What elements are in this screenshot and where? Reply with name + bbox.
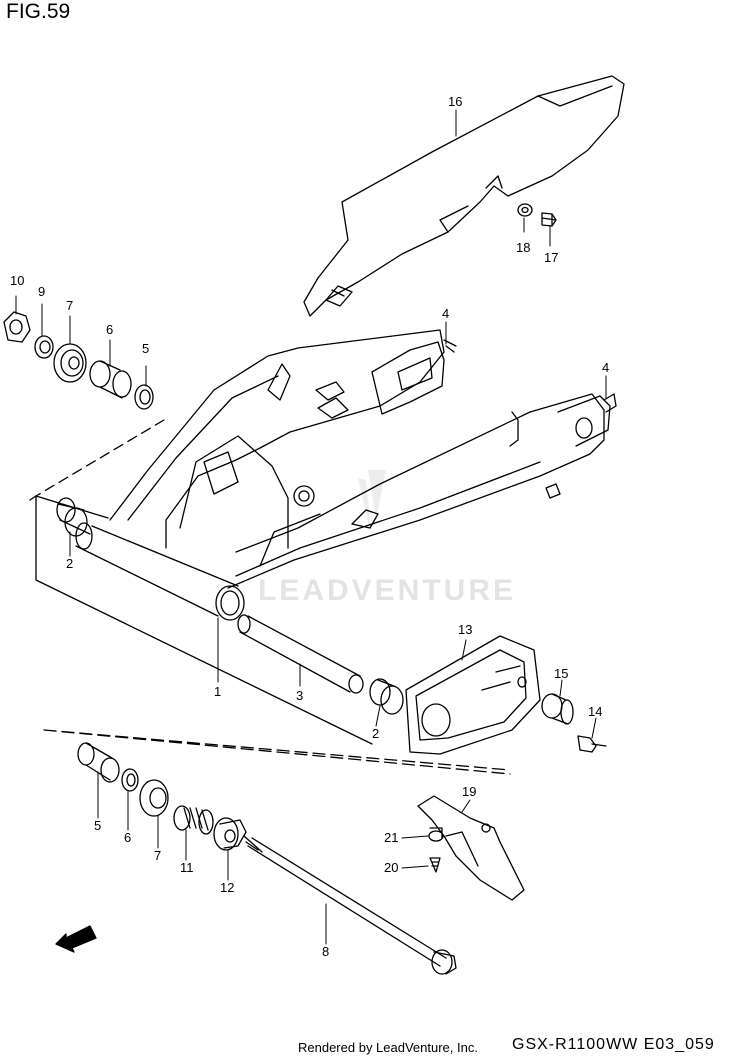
callout-6: 6 [106, 322, 113, 337]
nut-part-10 [3, 311, 31, 343]
callout-9: 9 [38, 284, 45, 299]
callout-17: 17 [544, 250, 558, 265]
callout-13: 13 [458, 622, 472, 637]
spacer-part-15 [541, 693, 574, 725]
figure-title: FIG.59 [6, 0, 71, 23]
callout-18: 18 [516, 240, 530, 255]
spring-part-11 [173, 805, 214, 835]
forward-arrow-icon: FWD [55, 925, 97, 953]
watermark-text: LEADVENTURE [258, 574, 516, 607]
callout-5-lower: 5 [94, 818, 101, 833]
callout-5: 5 [142, 341, 149, 356]
callout-19: 19 [462, 784, 476, 799]
bearing-part-7-upper [53, 343, 87, 383]
screw-part-20 [429, 857, 441, 873]
bolt-part-17 [541, 212, 557, 227]
callout-6-lower: 6 [124, 830, 131, 845]
spacer-part-6-upper [89, 360, 132, 399]
guard-part-19 [417, 795, 525, 901]
washer-part-21 [428, 827, 444, 842]
bushing-part-2-right [369, 678, 404, 715]
callout-7-lower: 7 [154, 848, 161, 863]
callout-10: 10 [10, 273, 24, 288]
callout-21: 21 [384, 830, 398, 845]
axle-part-8 [243, 835, 457, 975]
washer-part-5-upper [134, 384, 154, 410]
callout-16: 16 [448, 94, 462, 109]
pipe-part-3 [237, 614, 364, 694]
callout-3: 3 [296, 688, 303, 703]
washer-part-6-lower [121, 768, 139, 792]
washer-part-18 [517, 203, 533, 217]
callout-4-upper: 4 [442, 306, 449, 321]
callout-1: 1 [214, 684, 221, 699]
bearing-part-7-lower [139, 779, 169, 817]
callout-14: 14 [588, 704, 602, 719]
callout-2-left: 2 [66, 556, 73, 571]
swing-arm [75, 329, 611, 621]
callout-labels: 10 9 7 6 5 16 18 17 4 4 2 1 3 2 13 15 14… [10, 94, 609, 959]
callout-7: 7 [66, 298, 73, 313]
bushing-part-2-left [56, 497, 91, 537]
chain-case-part-16 [303, 75, 625, 317]
watermark: LEADVENTURE [258, 470, 516, 607]
bolt-part-4-lower [603, 393, 617, 413]
render-credit: Rendered by LeadVenture, Inc. [298, 1040, 478, 1055]
callout-8: 8 [322, 944, 329, 959]
leader-lines [15, 109, 607, 945]
callout-15: 15 [554, 666, 568, 681]
adjuster-part-12 [213, 817, 247, 851]
callout-12: 12 [220, 880, 234, 895]
bolt-part-14 [577, 735, 607, 753]
model-code: GSX-R1100WW E03_059 [512, 1036, 715, 1053]
callout-20: 20 [384, 860, 398, 875]
callout-4-lower: 4 [602, 360, 609, 375]
callout-2-right: 2 [372, 726, 379, 741]
callout-11: 11 [180, 860, 194, 875]
adjuster-part-13 [405, 635, 541, 755]
washer-part-9 [34, 335, 54, 359]
